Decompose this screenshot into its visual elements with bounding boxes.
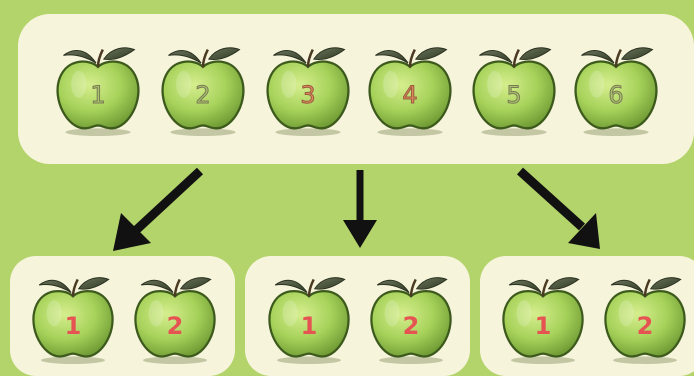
arrow-right <box>516 167 600 249</box>
apple-1: 1 <box>50 38 146 138</box>
apple-shape <box>370 277 452 364</box>
apple-6: 6 <box>568 38 664 138</box>
arrow-left <box>113 167 204 251</box>
arrow-middle <box>343 170 377 248</box>
group-2-apple-2: 2 <box>364 268 458 366</box>
group-1-apple-2: 2 <box>128 268 222 366</box>
apple-4: 4 <box>362 38 458 138</box>
apple-shape <box>268 277 350 364</box>
apple-number: 4 <box>402 81 418 110</box>
apple-2: 2 <box>155 38 251 138</box>
apple-shape <box>161 47 245 136</box>
apple-number: 2 <box>636 312 654 340</box>
group-3-apple-2: 2 <box>598 268 692 366</box>
apple-number: 2 <box>402 312 420 340</box>
apple-shape <box>32 277 114 364</box>
apple-number: 1 <box>90 81 106 110</box>
apple-shape <box>472 47 556 136</box>
apple-number: 1 <box>64 312 82 340</box>
apple-number: 5 <box>506 81 522 110</box>
apple-3: 3 <box>260 38 356 138</box>
apple-number: 1 <box>534 312 552 340</box>
apple-shape <box>604 277 686 364</box>
apple-shape <box>56 47 140 136</box>
group-1-apple-1: 1 <box>26 268 120 366</box>
apple-shape <box>368 47 452 136</box>
apple-shape <box>134 277 216 364</box>
apple-shape <box>266 47 350 136</box>
apple-5: 5 <box>466 38 562 138</box>
group-3-apple-1: 1 <box>496 268 590 366</box>
apple-number: 1 <box>300 312 318 340</box>
apple-number: 2 <box>166 312 184 340</box>
apple-shape <box>502 277 584 364</box>
apple-number: 6 <box>608 81 624 110</box>
group-2-apple-1: 1 <box>262 268 356 366</box>
apple-number: 3 <box>300 81 316 110</box>
apple-shape <box>574 47 658 136</box>
apple-number: 2 <box>195 81 211 110</box>
